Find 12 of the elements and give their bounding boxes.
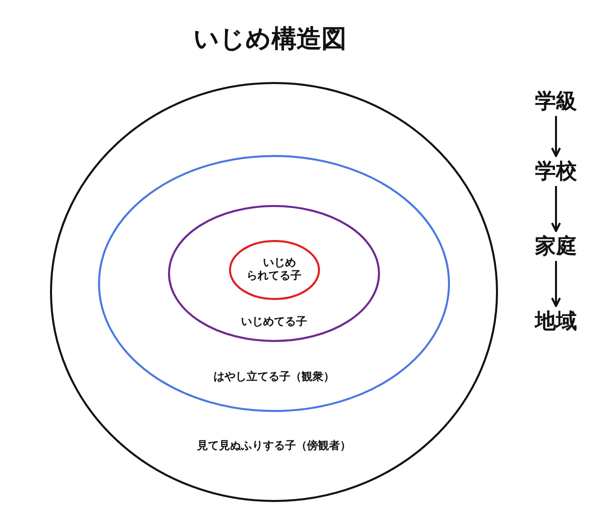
ring-label: はやし立てる子（観衆）: [214, 370, 334, 384]
level-label: 学校: [532, 158, 580, 184]
level-label: 学級: [532, 88, 580, 114]
level-label: 家庭: [532, 233, 580, 259]
level-label: 地域: [532, 308, 580, 334]
ring-label: いじめてる子: [241, 315, 307, 328]
arrow: [551, 261, 561, 307]
arrow: [551, 186, 561, 232]
ring-label: 見て見ぬふりする子（傍観者）: [197, 439, 351, 452]
arrow: [551, 116, 561, 157]
ring-label: いじめられてる子: [246, 256, 302, 282]
diagram-title: いじめ構造図: [192, 23, 348, 55]
